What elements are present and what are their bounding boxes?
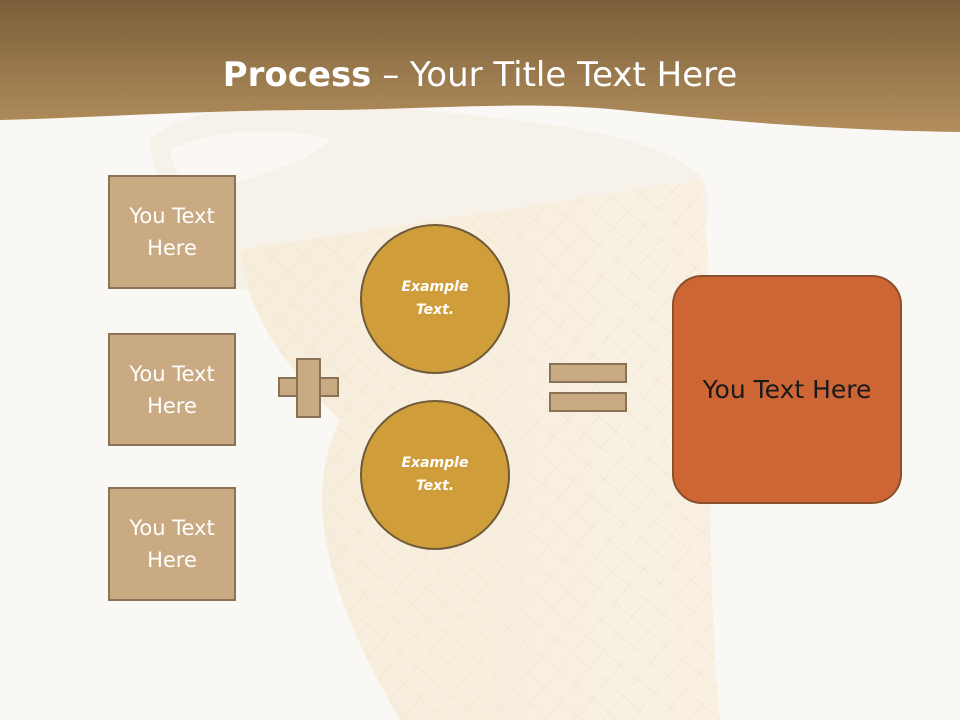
left-text-box-2-line1: You Text: [129, 361, 215, 386]
example-circle-1-line2: Text.: [415, 302, 455, 318]
example-circle-2-label: Example Text.: [402, 452, 469, 498]
title-rest: – Your Title Text Here: [371, 55, 738, 95]
left-text-box-1-label: You Text Here: [129, 200, 214, 264]
example-circle-2[interactable]: Example Text.: [360, 400, 510, 550]
slide-title: Process – Your Title Text Here: [0, 50, 960, 100]
left-text-box-3-label: You Text Here: [129, 512, 214, 576]
left-text-box-2-line2: Here: [147, 393, 197, 418]
left-text-box-3[interactable]: You Text Here: [108, 487, 236, 601]
left-text-box-3-line2: Here: [147, 548, 197, 572]
left-text-box-1[interactable]: You Text Here: [108, 175, 236, 289]
result-box-label: You Text Here: [702, 375, 872, 404]
plus-icon-center: [298, 379, 319, 395]
example-circle-2-line1: Example: [401, 455, 469, 471]
equals-icon-bottom-bar: [549, 392, 627, 412]
example-circle-2-line2: Text.: [415, 478, 455, 494]
example-circle-1[interactable]: Example Text.: [360, 224, 510, 374]
left-text-box-1-line2: Here: [147, 236, 197, 260]
left-text-box-3-line1: You Text: [129, 516, 215, 540]
left-text-box-1-line1: You Text: [129, 204, 215, 228]
result-box[interactable]: You Text Here: [672, 275, 902, 504]
example-circle-1-line1: Example: [401, 279, 469, 295]
title-bold: Process: [222, 55, 372, 95]
example-circle-1-label: Example Text.: [402, 276, 469, 322]
equals-icon-top-bar: [549, 363, 627, 383]
left-text-box-2-label: You Text Here: [129, 358, 214, 422]
left-text-box-2[interactable]: You Text Here: [108, 333, 236, 446]
